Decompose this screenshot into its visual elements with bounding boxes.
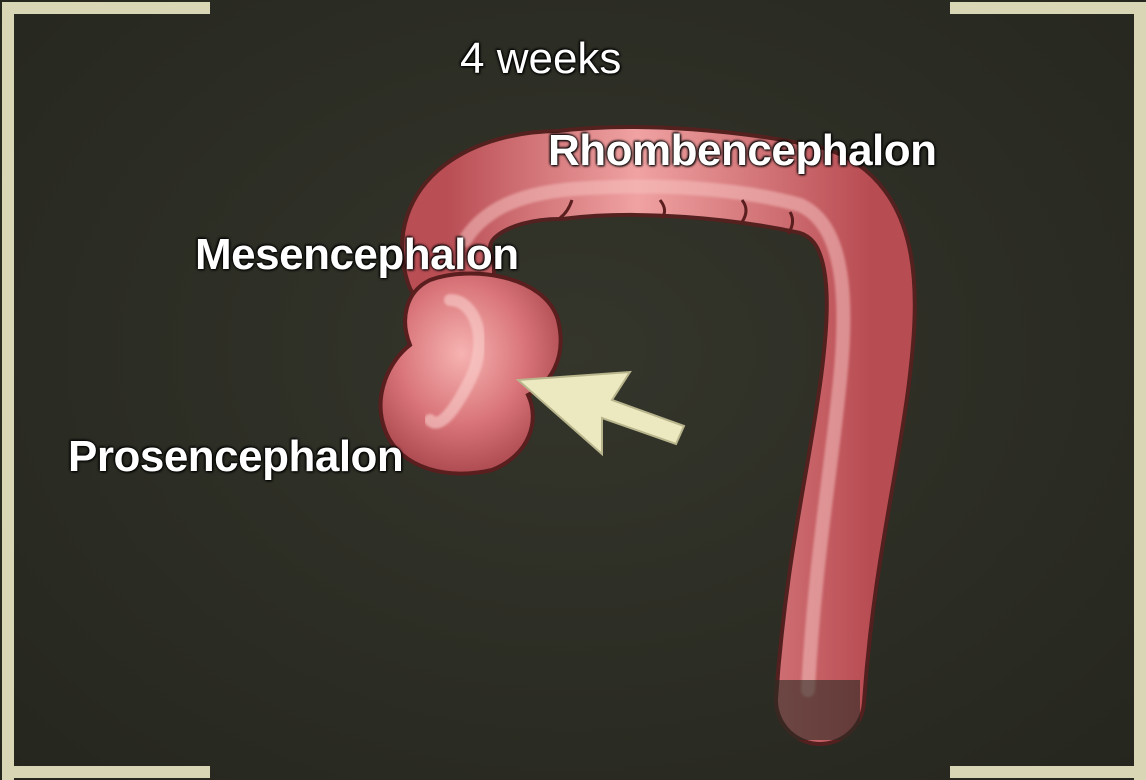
label-mesencephalon: Mesencephalon [195, 230, 519, 279]
diagram-title: 4 weeks [460, 34, 622, 83]
frame-corner-top-left [2, 2, 210, 780]
neural-tube [400, 125, 917, 746]
label-prosencephalon: Prosencephalon [68, 432, 404, 481]
pointer-arrow-icon [515, 370, 686, 457]
brain-vesicles [378, 271, 563, 476]
label-rhombencephalon: Rhombencephalon [548, 126, 937, 175]
frame-corner-top-right [950, 2, 1146, 780]
